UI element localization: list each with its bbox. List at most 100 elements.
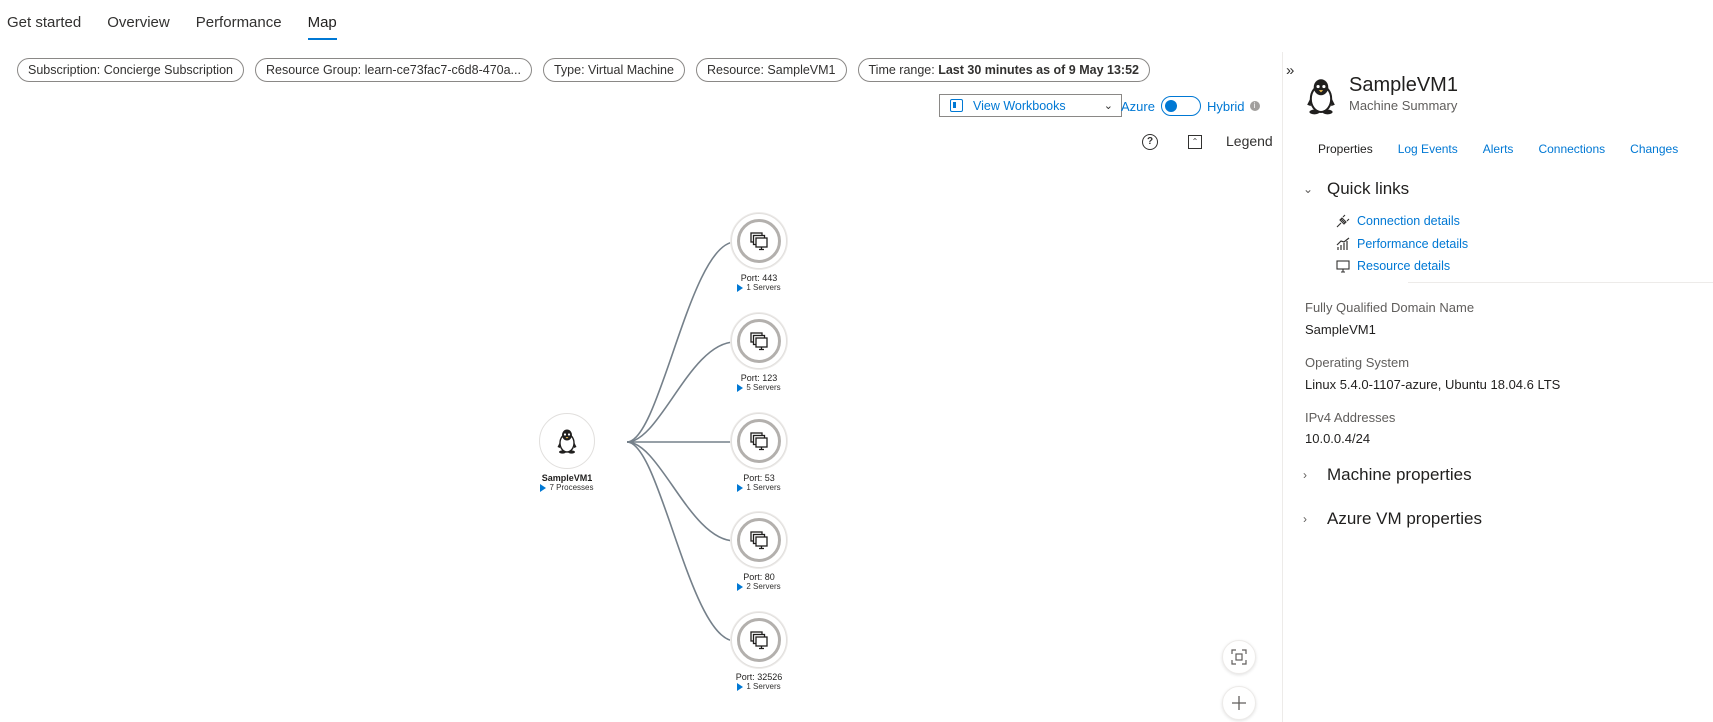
toggle-knob bbox=[1164, 100, 1177, 112]
view-workbooks-label: View Workbooks bbox=[973, 98, 1066, 113]
tab-performance[interactable]: Performance bbox=[195, 14, 282, 31]
port-node-circle[interactable] bbox=[731, 313, 787, 369]
resource-details-label: Resource details bbox=[1357, 259, 1451, 274]
edge-port-80 bbox=[626, 441, 736, 542]
view-workbooks-dropdown[interactable]: View Workbooks ⌄ bbox=[939, 94, 1122, 117]
port-node-circle[interactable] bbox=[731, 512, 787, 568]
map-edges bbox=[626, 238, 738, 645]
port-node[interactable]: Port: 443 1 Servers bbox=[723, 213, 795, 292]
tab-connections[interactable]: Connections bbox=[1538, 142, 1606, 156]
edge-port-443 bbox=[626, 241, 736, 443]
expand-triangle-icon bbox=[737, 682, 744, 691]
zoom-in-button[interactable] bbox=[1222, 686, 1256, 720]
servers-expander[interactable]: 2 Servers bbox=[723, 582, 795, 591]
info-icon[interactable]: i bbox=[1249, 101, 1260, 111]
machine-properties-title: Machine properties bbox=[1327, 465, 1472, 484]
server-group-icon bbox=[750, 631, 768, 650]
collapse-all-icon[interactable]: ⌃ bbox=[1188, 135, 1202, 149]
port-node[interactable]: Port: 32526 1 Servers bbox=[723, 612, 795, 691]
linux-penguin-icon bbox=[1307, 79, 1335, 115]
server-group-icon bbox=[750, 332, 768, 351]
tab-overview[interactable]: Overview bbox=[107, 14, 170, 31]
tab-changes[interactable]: Changes bbox=[1630, 142, 1679, 156]
resource-group-filter[interactable]: Resource Group: learn-ce73fac7-c6d8-470a… bbox=[254, 58, 532, 82]
tab-get-started[interactable]: Get started bbox=[7, 14, 82, 31]
expand-triangle-icon bbox=[737, 582, 744, 591]
port-node-label: Port: 32526 bbox=[735, 672, 783, 682]
chevron-down-icon: ⌄ bbox=[1303, 182, 1314, 196]
processes-count: 7 Processes bbox=[549, 483, 594, 492]
servers-expander[interactable]: 1 Servers bbox=[723, 682, 795, 691]
port-ring bbox=[737, 618, 781, 662]
subscription-filter[interactable]: Subscription: Concierge Subscription bbox=[17, 58, 244, 82]
machine-node[interactable]: SampleVM1 7 Processes bbox=[531, 413, 603, 492]
type-filter[interactable]: Type: Virtual Machine bbox=[542, 58, 685, 82]
top-tabs: Get started Overview Performance Map bbox=[0, 0, 356, 44]
connection-details-label: Connection details bbox=[1357, 214, 1460, 229]
panel-subtitle: Machine Summary bbox=[1349, 98, 1458, 113]
os-label: Operating System bbox=[1305, 355, 1410, 370]
processes-expander[interactable]: 7 Processes bbox=[531, 483, 603, 492]
port-node-label: Port: 53 bbox=[743, 473, 775, 483]
quick-links-list: Connection details Performance details R… bbox=[1335, 210, 1468, 278]
resource-details-link[interactable]: Resource details bbox=[1335, 255, 1468, 278]
workbook-icon bbox=[950, 99, 963, 112]
panel-title: SampleVM1 bbox=[1349, 74, 1458, 96]
os-value: Linux 5.4.0-1107-azure, Ubuntu 18.04.6 L… bbox=[1305, 377, 1561, 392]
connection-details-link[interactable]: Connection details bbox=[1335, 210, 1468, 233]
edge-port-123 bbox=[626, 341, 736, 443]
azure-hybrid-toggle[interactable] bbox=[1160, 96, 1201, 116]
port-ring bbox=[737, 319, 781, 363]
server-group-icon bbox=[750, 432, 768, 451]
port-node-circle[interactable] bbox=[731, 213, 787, 269]
azure-label: Azure bbox=[1121, 98, 1155, 114]
expand-triangle-icon bbox=[737, 283, 744, 292]
machine-node-label: SampleVM1 bbox=[541, 473, 593, 483]
servers-expander[interactable]: 5 Servers bbox=[723, 383, 795, 392]
servers-expander[interactable]: 1 Servers bbox=[723, 483, 795, 492]
fit-to-screen-button[interactable] bbox=[1222, 640, 1256, 674]
chevron-down-icon: ⌄ bbox=[1103, 100, 1113, 112]
legend-button[interactable]: Legend bbox=[1226, 133, 1273, 149]
chevron-right-icon: › bbox=[1303, 512, 1307, 526]
tab-properties[interactable]: Properties bbox=[1318, 142, 1373, 156]
expand-triangle-icon bbox=[737, 383, 744, 392]
dependency-map[interactable]: SampleVM1 7 Processes Port: 443 1 Server… bbox=[0, 150, 1270, 722]
fit-screen-icon bbox=[1231, 649, 1247, 665]
port-node[interactable]: Port: 53 1 Servers bbox=[723, 413, 795, 492]
servers-count: 5 Servers bbox=[746, 383, 781, 392]
expand-triangle-icon bbox=[540, 483, 547, 492]
azure-hybrid-toggle-group: Azure Hybrid i bbox=[1121, 96, 1260, 116]
tab-log-events[interactable]: Log Events bbox=[1397, 142, 1458, 156]
quick-links-header[interactable]: ⌄ Quick links bbox=[1303, 179, 1409, 199]
resource-filter[interactable]: Resource: SampleVM1 bbox=[695, 58, 847, 82]
port-node[interactable]: Port: 123 5 Servers bbox=[723, 313, 795, 392]
azure-vm-properties-header[interactable]: › Azure VM properties bbox=[1303, 509, 1482, 529]
time-range-filter[interactable]: Time range: Last 30 minutes as of 9 May … bbox=[857, 58, 1150, 82]
machine-properties-header[interactable]: › Machine properties bbox=[1303, 465, 1472, 485]
quick-links-title: Quick links bbox=[1327, 179, 1410, 198]
tab-map[interactable]: Map bbox=[307, 0, 337, 40]
filter-bar: Subscription: Concierge Subscription Res… bbox=[17, 58, 1150, 82]
time-range-prefix: Time range: bbox=[868, 63, 939, 77]
machine-node-circle[interactable] bbox=[539, 413, 595, 469]
time-range-value: Last 30 minutes as of 9 May 13:52 bbox=[938, 63, 1139, 77]
linux-penguin-icon bbox=[557, 429, 577, 454]
plug-icon bbox=[1335, 213, 1351, 229]
expand-panel-icon[interactable]: » bbox=[1286, 62, 1295, 79]
port-node-circle[interactable] bbox=[731, 612, 787, 668]
port-node[interactable]: Port: 80 2 Servers bbox=[723, 512, 795, 591]
port-ring bbox=[737, 518, 781, 562]
port-ring bbox=[737, 219, 781, 263]
port-node-circle[interactable] bbox=[731, 413, 787, 469]
servers-expander[interactable]: 1 Servers bbox=[723, 283, 795, 292]
help-icon[interactable]: ? bbox=[1142, 134, 1158, 150]
section-divider bbox=[1408, 282, 1713, 283]
servers-count: 1 Servers bbox=[746, 283, 781, 292]
port-node-label: Port: 443 bbox=[740, 273, 778, 283]
server-group-icon bbox=[750, 232, 768, 251]
performance-details-link[interactable]: Performance details bbox=[1335, 233, 1468, 256]
tab-alerts[interactable]: Alerts bbox=[1482, 142, 1514, 156]
servers-count: 2 Servers bbox=[746, 582, 781, 591]
plus-icon bbox=[1232, 696, 1246, 710]
